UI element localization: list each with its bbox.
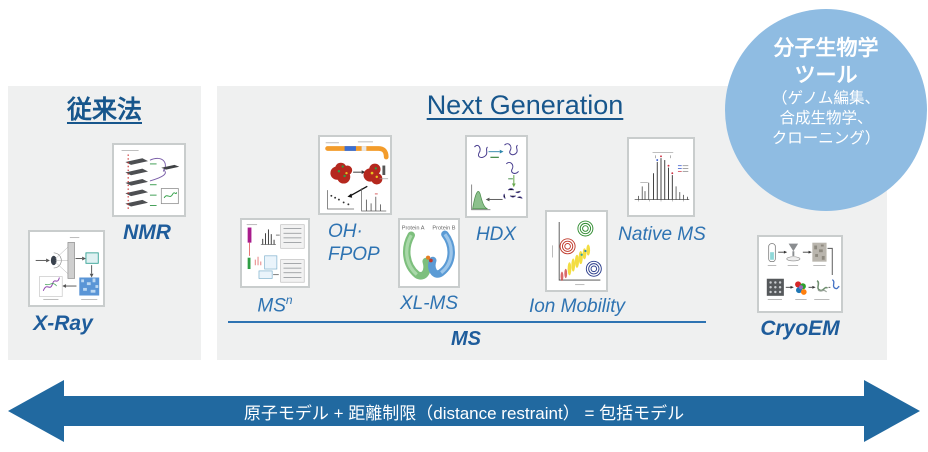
tools-circle-line4: 合成生物学、 <box>779 110 873 127</box>
molecular-biology-tools-circle: 分子生物学 ツール （ゲノム編集、 合成生物学、 クローニング） <box>725 9 927 211</box>
xlms-label: XL-MS <box>399 293 459 314</box>
tools-circle-line3: （ゲノム編集、 <box>771 90 881 107</box>
ohfpop-schematic-icon <box>325 141 389 212</box>
xray-thumbnail <box>28 230 105 307</box>
msn-label: MSn <box>257 293 293 317</box>
ohfpop-thumbnail <box>318 135 392 215</box>
msn-superscript: n <box>285 293 293 307</box>
ion-mobility-thumbnail <box>545 210 608 292</box>
native-ms-label: Native MS <box>618 224 706 245</box>
native-ms-spectrum-icon <box>634 152 690 202</box>
tools-circle-line5: クローニング） <box>771 130 881 147</box>
nmr-schematic-icon <box>121 150 180 210</box>
tools-circle-line1: 分子生物学 <box>773 37 879 60</box>
protein-b-caption: Protein B <box>432 226 455 232</box>
conventional-panel <box>8 86 201 360</box>
nmr-label: NMR <box>123 221 171 244</box>
protein-a-caption: Protein A <box>402 226 425 232</box>
ms-group-line <box>228 321 706 323</box>
msn-schematic-icon <box>246 224 305 283</box>
next-generation-title: Next Generation <box>426 90 624 120</box>
conventional-title: 従来法 <box>66 96 142 124</box>
double-headed-arrow <box>8 380 920 442</box>
hdx-schematic-icon <box>471 143 523 211</box>
xray-label: X-Ray <box>33 312 93 335</box>
xlms-schematic-icon: Protein A Protein B <box>402 226 456 280</box>
ms-group-label: MS <box>451 328 481 350</box>
nmr-thumbnail <box>112 143 186 217</box>
hdx-thumbnail <box>465 135 528 218</box>
cryoem-thumbnail <box>757 235 843 313</box>
xlms-thumbnail: Protein A Protein B <box>398 218 460 288</box>
ion-mobility-plot-icon <box>552 220 602 286</box>
msn-thumbnail <box>240 218 310 288</box>
native-ms-thumbnail <box>627 137 695 217</box>
cryoem-workflow-icon <box>766 242 840 300</box>
ohfpop-label: OH· FPOP <box>328 221 380 265</box>
xray-schematic-icon <box>35 237 100 300</box>
ion-mobility-label: Ion Mobility <box>528 296 626 317</box>
tools-circle-line2: ツール <box>794 64 858 87</box>
hdx-label: HDX <box>475 224 517 245</box>
cryoem-label: CryoEM <box>760 317 840 340</box>
arrow-equation-text: 原子モデル + 距離制限（distance restraint） = 包括モデル <box>243 404 685 423</box>
